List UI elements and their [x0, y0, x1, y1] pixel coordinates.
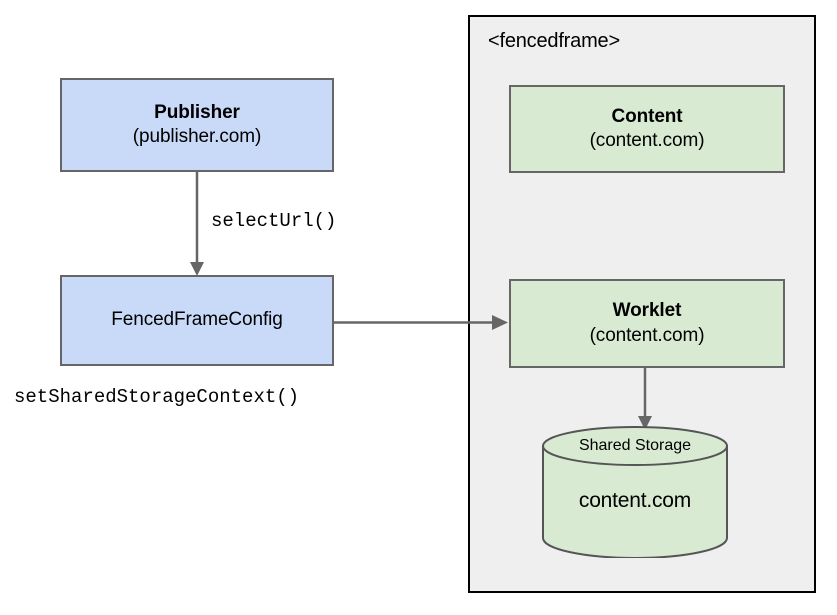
cylinder-body-label: content.com — [578, 489, 692, 512]
cylinder-shape — [542, 426, 728, 559]
select-url-label: selectUrl() — [211, 210, 337, 232]
worklet-box-title: Worklet — [612, 300, 682, 322]
arrow-publisher-to-config — [190, 170, 204, 276]
publisher-box-title: Publisher — [154, 101, 240, 123]
set-shared-storage-context-label: setSharedStorageContext() — [14, 386, 300, 408]
worklet-box: Worklet (content.com) — [509, 279, 785, 368]
publisher-box-subtitle: (publisher.com) — [132, 126, 262, 147]
shared-storage-cylinder: Shared Storage content.com — [541, 426, 729, 559]
content-box-title: Content — [611, 105, 683, 127]
cylinder-top-label: Shared Storage — [578, 437, 692, 454]
arrow-config-to-worklet — [332, 315, 508, 330]
content-box-subtitle: (content.com) — [589, 130, 705, 151]
publisher-box: Publisher (publisher.com) — [60, 78, 334, 172]
fenced-frame-config-label: FencedFrameConfig — [111, 309, 283, 331]
content-box: Content (content.com) — [509, 85, 785, 173]
fenced-frame-config-box: FencedFrameConfig — [60, 275, 334, 366]
arrow-worklet-to-shared-storage — [638, 366, 652, 430]
worklet-box-subtitle: (content.com) — [589, 324, 705, 346]
fencedframe-label: <fencedframe> — [488, 30, 620, 52]
